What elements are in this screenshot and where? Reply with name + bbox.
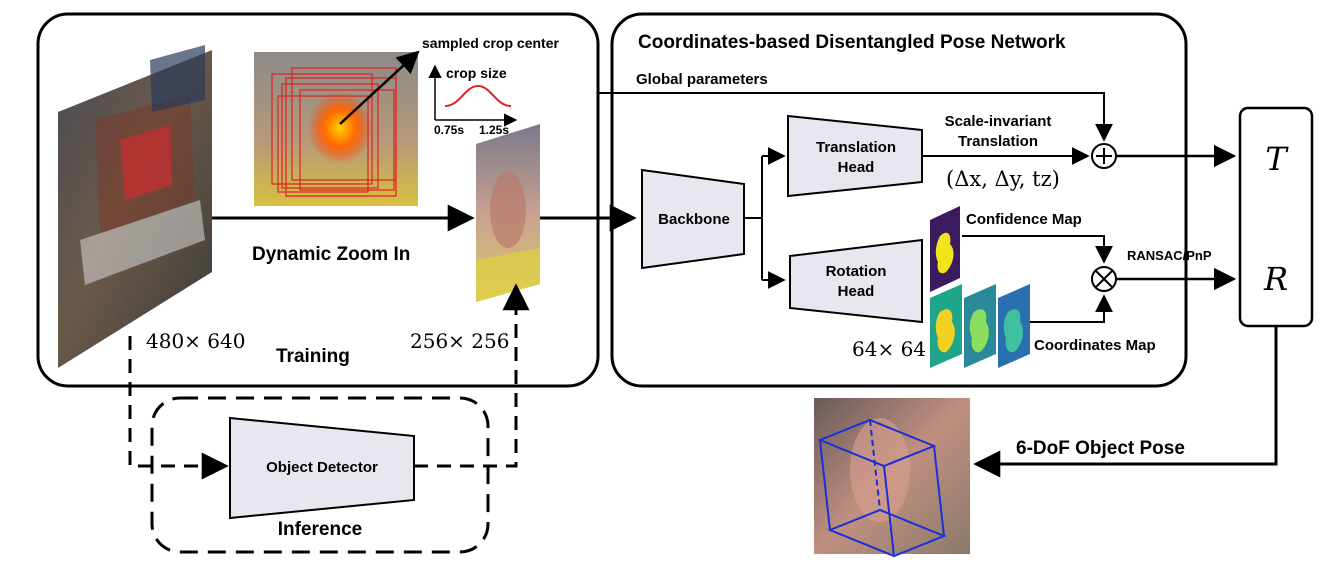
training-title: Training — [276, 346, 350, 367]
crop-size-label: crop size — [446, 65, 507, 81]
object-detector-box — [229, 416, 415, 520]
times-circle-icon — [1091, 266, 1117, 292]
pose-result-image — [814, 398, 970, 558]
confidence-map-label: Confidence Map — [966, 211, 1082, 228]
rotation-output-symbol: R — [1263, 260, 1288, 298]
rotation-head-box — [789, 238, 923, 324]
plus-circle-icon — [1091, 143, 1117, 169]
inference-title: Inference — [278, 519, 362, 540]
coordinates-to-times-path — [1030, 294, 1113, 323]
network-title: Coordinates-based Disentangled Pose Netw… — [638, 32, 1066, 53]
tick-high-label: 1.25s — [479, 123, 509, 137]
distribution-curve — [444, 84, 512, 107]
object-detector-label: Object Detector — [266, 459, 378, 476]
confidence-map-image — [930, 206, 960, 292]
ransac-label: RANSAC/PnP — [1127, 248, 1212, 263]
crop-size-value-label: 256× 256 — [410, 329, 509, 353]
dynamic-zoom-label: Dynamic Zoom In — [252, 244, 410, 265]
pose-output-label: 6-DoF Object Pose — [1016, 438, 1185, 459]
backbone-box — [641, 168, 745, 270]
global-parameters-path — [598, 92, 1113, 142]
rotation-head-label-2: Head — [838, 283, 875, 300]
scale-invariant-label-1: Scale-invariant — [945, 113, 1052, 130]
scale-invariant-label-2: Translation — [958, 133, 1038, 150]
rotation-head-label-1: Rotation — [826, 263, 887, 280]
sampled-crop-center-label: sampled crop center — [422, 35, 559, 51]
zoomed-crop-image — [476, 124, 540, 302]
map-size-label: 64× 64 — [852, 337, 926, 361]
pose-output-path — [973, 326, 1278, 478]
input-size-label: 480× 640 — [146, 329, 245, 353]
crop-center-pointer — [339, 50, 420, 125]
crop-size-plot — [428, 64, 518, 127]
backbone-split — [744, 156, 763, 219]
pose-bounding-box — [817, 418, 947, 558]
translation-output-symbol: T — [1265, 140, 1289, 178]
tick-low-label: 0.75s — [434, 123, 464, 137]
translation-head-label-2: Head — [838, 159, 875, 176]
inference-input-path — [128, 336, 229, 480]
inference-panel — [150, 396, 490, 554]
backbone-label: Backbone — [658, 211, 730, 228]
coordinates-map-images — [930, 284, 1030, 368]
coordinates-map-label: Coordinates Map — [1034, 337, 1156, 354]
translation-head-label-1: Translation — [816, 139, 896, 156]
confidence-to-times-path — [962, 235, 1113, 264]
translation-tuple-label: (Δx, Δy, tz) — [946, 167, 1060, 191]
network-panel — [610, 12, 1188, 388]
global-parameters-label: Global parameters — [636, 71, 768, 88]
translation-head-box — [787, 114, 923, 198]
input-image — [58, 45, 212, 368]
inference-output-path — [414, 283, 530, 468]
training-panel — [36, 12, 600, 388]
